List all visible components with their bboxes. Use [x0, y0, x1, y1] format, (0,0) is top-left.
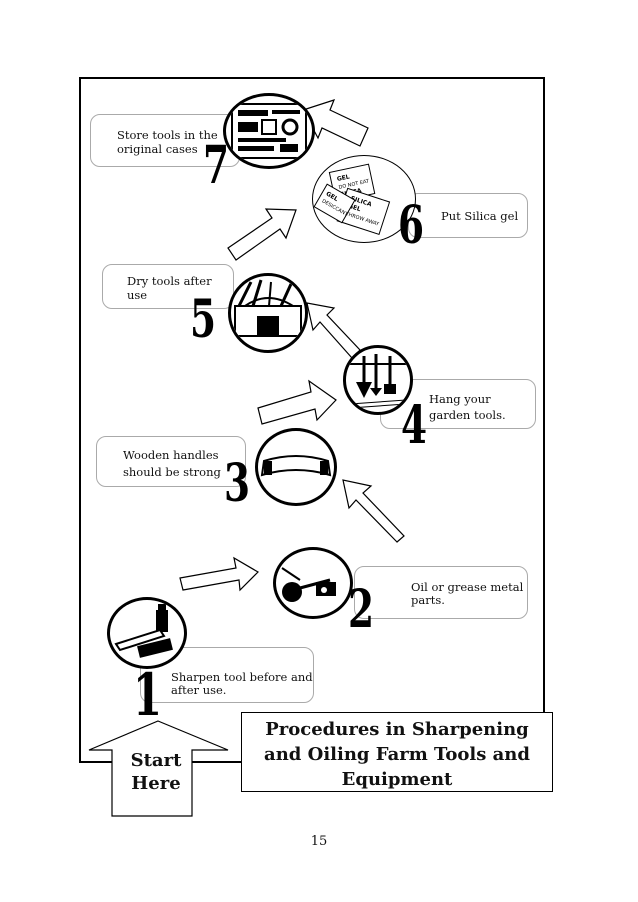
step-5-label: Dry tools after use — [127, 274, 212, 302]
step-3-image-wooden-handle — [255, 428, 337, 506]
tool-case-icon — [231, 103, 307, 159]
garden-tools-rack-icon — [349, 354, 407, 409]
start-here-label: Start Here — [130, 750, 182, 794]
arrow-5-to-6 — [227, 208, 297, 261]
step-6-image-silica-gel: GEL DO NOT EAT SILICA SILICA GEL THROW A… — [312, 155, 416, 243]
step-3-callout: Wooden handles should be strong — [96, 436, 246, 487]
step-5-callout: Dry tools after use — [102, 264, 234, 309]
step-6-label: Put Silica gel — [441, 209, 519, 223]
step-3-label: Wooden handles should be strong — [123, 448, 221, 479]
start-here-arrow — [88, 720, 229, 817]
silica-gel-packets-icon: GEL DO NOT EAT SILICA SILICA GEL THROW A… — [313, 163, 391, 235]
step-7-label: Store tools in the original cases — [117, 128, 218, 156]
step-2-label: Oil or grease metal parts. — [411, 580, 524, 607]
page-title: Procedures in Sharpening and Oiling Farm… — [264, 719, 530, 790]
step-4-number: 4 — [401, 395, 428, 456]
step-4-image-hanging-tools — [343, 345, 413, 415]
wooden-handle-icon — [260, 455, 332, 477]
page-number: 15 — [310, 834, 328, 849]
arrow-2-to-3 — [342, 479, 405, 543]
arrow-4-to-5 — [306, 302, 361, 359]
step-1-number: 1 — [133, 661, 163, 729]
sharpening-stone-icon — [114, 604, 173, 658]
tool-basket-icon — [234, 279, 302, 337]
step-2-image-oil-can — [273, 547, 353, 619]
step-4-label: Hang your garden tools. — [429, 392, 506, 422]
arrow-1-to-2 — [179, 556, 259, 592]
step-2-callout: Oil or grease metal parts. — [354, 566, 528, 619]
step-7-image-storage-case — [223, 93, 315, 169]
step-2-number: 2 — [348, 579, 375, 640]
step-1-label: Sharpen tool before and after use. — [171, 670, 313, 697]
step-6-callout: Put Silica gel — [408, 193, 528, 238]
page-title-box: Procedures in Sharpening and Oiling Farm… — [241, 712, 553, 792]
arrow-3-to-4 — [257, 379, 337, 425]
oil-can-icon — [281, 567, 336, 602]
svg-text:GEL: GEL — [347, 203, 362, 214]
step-7-number: 7 — [203, 135, 230, 196]
step-5-number: 5 — [190, 289, 217, 350]
arrow-6-to-7 — [302, 99, 369, 147]
step-5-image-tool-basket — [228, 273, 308, 353]
step-1-image-sharpening — [107, 597, 187, 669]
step-6-number: 6 — [398, 195, 425, 256]
svg-text:GEL: GEL — [336, 173, 350, 183]
step-3-number: 3 — [224, 453, 251, 514]
